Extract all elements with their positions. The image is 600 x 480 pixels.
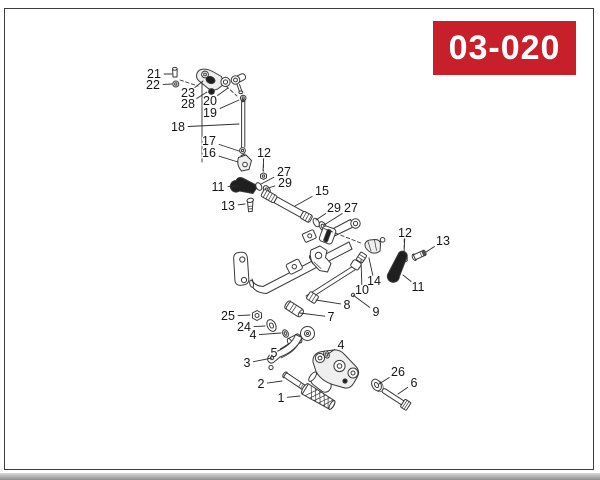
vertical-rod-assembly [237,94,252,172]
callout-leader-12 [403,238,406,255]
callout-label-10: 10 [355,283,369,297]
callout-label-13: 13 [436,234,450,248]
page-bottom-edge [0,473,600,480]
callout-leader-9 [352,294,371,308]
page-code: 03-020 [448,28,561,67]
engine-bracket-assembly [308,349,412,411]
callout-dot-3 [269,355,275,361]
callout-label-24: 24 [237,320,251,334]
callout-leader-12 [262,158,265,172]
callout-leader-4 [327,348,336,355]
callout-label-5: 5 [271,346,278,360]
callout-leader-13 [425,246,435,253]
callout-leader-15 [294,196,313,207]
callout-label-12: 12 [398,226,412,240]
callout-leader-26 [378,377,390,385]
callout-leader-27 [260,176,275,185]
callout-leader-6 [397,386,409,395]
callout-label-29: 29 [327,201,341,215]
callout-label-29: 29 [278,176,292,190]
callout-leader-7 [299,312,326,317]
callout-label-26: 26 [391,365,405,379]
callout-label-19: 19 [203,106,217,120]
callout-leader-5 [279,342,291,350]
callout-label-28: 28 [181,97,195,111]
callout-label-12: 12 [257,146,271,160]
callout-label-14: 14 [367,274,381,288]
callout-label-4: 4 [250,328,257,342]
tie-rod-15 [260,189,327,232]
callout-leader-2 [266,380,283,384]
callout-label-11: 11 [212,180,225,194]
callout-leader-3 [252,357,273,363]
callout-leader-10 [360,259,363,285]
callout-label-11: 11 [412,280,425,294]
callout-label-27: 27 [277,165,291,179]
callout-label-18: 18 [171,120,185,134]
callout-leader-24 [253,325,266,327]
callout-label-25: 25 [221,309,235,323]
gear-shift-pedal [267,326,336,410]
callout-label-21: 21 [147,67,161,81]
page-code-badge: 03-020 [433,21,576,75]
callout-leader-20 [217,87,229,96]
callout-label-9: 9 [373,305,380,319]
callout-leader-16 [218,155,239,163]
callout-leader-18 [187,123,240,127]
callout-leader-28 [196,91,208,99]
callout-label-22: 22 [146,78,160,92]
callout-leader-1 [286,395,301,398]
callout-label-2: 2 [258,377,265,391]
callout-label-8: 8 [344,298,351,312]
left-clevis-assembly [229,157,271,213]
callout-label-20: 20 [203,94,217,108]
callout-leader-25 [237,314,251,316]
callout-leader-29 [315,213,327,221]
callout-dot-9 [350,292,356,298]
callout-label-17: 17 [202,134,216,148]
callout-leader-4 [258,332,282,335]
callout-leader-17 [218,143,240,152]
callout-label-1: 1 [278,391,285,405]
callout-leader-8 [315,299,342,305]
callout-leader-27 [323,213,343,226]
callout-label-23: 23 [181,86,195,100]
rocker-arm-assembly [172,66,247,97]
callout-label-15: 15 [315,184,329,198]
callout-leader-11 [402,274,412,282]
callout-leader-23 [194,80,204,88]
callout-label-4: 4 [338,338,345,352]
right-linkage-assembly [284,237,427,318]
frame-and-selector-lever [233,218,363,294]
callout-label-16: 16 [202,146,216,160]
callout-label-6: 6 [411,376,418,390]
callout-leader-29 [267,185,276,189]
callout-label-13: 13 [221,199,235,213]
callout-label-27: 27 [344,201,358,215]
callout-leader-19 [219,99,240,109]
callout-label-7: 7 [328,310,335,324]
callout-leader-13 [237,203,246,206]
callout-label-3: 3 [244,356,251,370]
page-border [4,8,594,470]
callout-leader-14 [368,257,374,276]
